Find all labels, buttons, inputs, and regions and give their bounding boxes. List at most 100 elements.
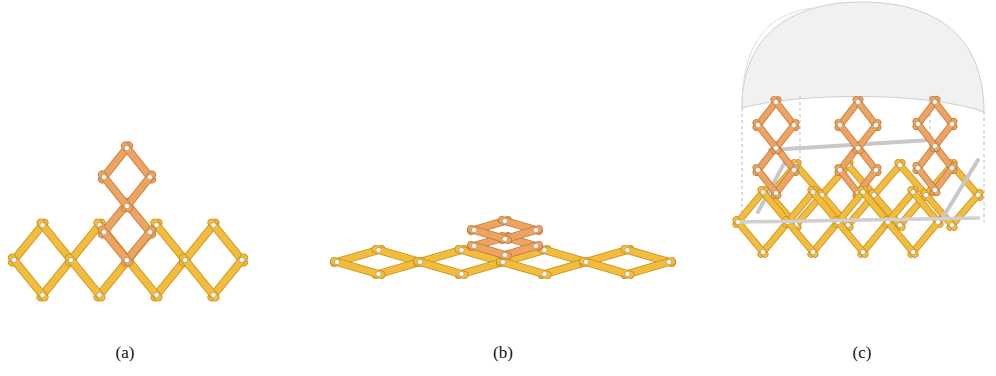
scissor-bar bbox=[417, 261, 464, 275]
pin-joint bbox=[376, 247, 381, 252]
scissor-bar bbox=[836, 220, 865, 255]
pin-joint bbox=[124, 145, 129, 150]
bar-edge bbox=[838, 145, 860, 173]
bar-edge bbox=[756, 123, 778, 151]
projection-line bbox=[984, 112, 985, 222]
scissor-bar bbox=[856, 123, 878, 151]
pin-joint bbox=[923, 192, 928, 197]
pin-joint bbox=[147, 229, 152, 234]
bar-edge bbox=[69, 258, 101, 298]
pin-joint bbox=[40, 222, 45, 227]
bar-edge bbox=[836, 220, 865, 255]
scissor-bar bbox=[212, 223, 244, 263]
scissor-bar bbox=[736, 220, 765, 255]
scissor-bar bbox=[916, 144, 937, 171]
panel-label: (c) bbox=[853, 343, 872, 363]
pin-joint bbox=[910, 249, 915, 254]
pin-joint bbox=[124, 257, 129, 262]
panel-c-mechanism bbox=[735, 2, 984, 255]
bar-edge bbox=[838, 100, 860, 128]
pin-joint bbox=[376, 271, 381, 276]
pin-joint bbox=[101, 229, 106, 234]
pin-joint bbox=[860, 249, 865, 254]
scissor-bar bbox=[933, 144, 954, 171]
pin-joint bbox=[915, 121, 920, 126]
pin-joint bbox=[855, 99, 860, 104]
scissor-bar bbox=[12, 258, 44, 298]
pin-joint bbox=[124, 203, 129, 208]
pin-joint bbox=[11, 257, 16, 262]
scissor-bar bbox=[872, 163, 902, 198]
pin-joint bbox=[810, 249, 815, 254]
pin-joint bbox=[502, 236, 507, 241]
scissor-bar bbox=[183, 223, 215, 263]
pin-joint bbox=[932, 143, 937, 148]
cross-rod bbox=[940, 160, 978, 222]
projection-line bbox=[742, 108, 743, 212]
bar-edge bbox=[838, 168, 860, 196]
pin-joint bbox=[500, 259, 505, 264]
pin-joint bbox=[182, 257, 187, 262]
panel-a-mechanism bbox=[11, 145, 244, 297]
pin-joint bbox=[542, 271, 547, 276]
pin-joint bbox=[459, 247, 464, 252]
bar-edge bbox=[856, 100, 878, 128]
pin-joint bbox=[101, 174, 106, 179]
pin-joint bbox=[791, 122, 796, 127]
pin-joint bbox=[500, 259, 505, 264]
scissor-bar bbox=[933, 122, 954, 149]
pin-joint bbox=[860, 189, 865, 194]
pin-joint bbox=[583, 259, 588, 264]
scissor-bar bbox=[98, 223, 130, 263]
pin-joint bbox=[459, 271, 464, 276]
pin-joint bbox=[923, 192, 928, 197]
bar-edge bbox=[98, 223, 130, 263]
pin-joint bbox=[773, 190, 778, 195]
bar-edge bbox=[933, 122, 954, 149]
scissor-bar bbox=[756, 145, 778, 173]
bar-edge bbox=[916, 144, 937, 171]
pin-joint bbox=[211, 292, 216, 297]
bar-edge bbox=[933, 100, 954, 127]
projection-line bbox=[800, 96, 801, 160]
scissor-bar bbox=[212, 258, 244, 298]
pin-joint bbox=[910, 189, 915, 194]
bar-edge bbox=[183, 258, 215, 298]
scissor-bar bbox=[838, 168, 860, 196]
panel-label: (a) bbox=[116, 343, 135, 363]
pin-joint bbox=[773, 145, 778, 150]
scissor-bar bbox=[916, 122, 937, 149]
scissor-bar bbox=[69, 258, 101, 298]
bar-edge bbox=[500, 261, 547, 275]
bar-edge bbox=[774, 168, 796, 196]
scissor-bar bbox=[774, 100, 796, 128]
scissor-bar bbox=[916, 166, 937, 193]
scissor-bar bbox=[774, 123, 796, 151]
bar-edge bbox=[933, 166, 954, 193]
pin-joint bbox=[502, 252, 507, 257]
pin-joint bbox=[533, 227, 538, 232]
bar-edge bbox=[856, 123, 878, 151]
bar-edge bbox=[933, 144, 954, 171]
pin-joint bbox=[239, 257, 244, 262]
pin-joint bbox=[471, 227, 476, 232]
pin-joint bbox=[147, 174, 152, 179]
scissor-bar bbox=[12, 223, 44, 263]
bar-edge bbox=[417, 261, 464, 275]
scissor-bar bbox=[786, 220, 815, 255]
scissor-bar bbox=[69, 223, 101, 263]
pin-joint bbox=[666, 259, 671, 264]
bar-edge bbox=[916, 166, 937, 193]
panel-label: (b) bbox=[493, 343, 513, 363]
scissor-bar bbox=[102, 230, 129, 263]
scissor-bar bbox=[838, 145, 860, 173]
pin-joint bbox=[625, 271, 630, 276]
pin-joint bbox=[837, 167, 842, 172]
scissor-bar bbox=[774, 145, 796, 173]
scissor-bar bbox=[736, 190, 765, 225]
bar-edge bbox=[583, 261, 630, 275]
bar-edge bbox=[774, 145, 796, 173]
scissor-bar bbox=[838, 123, 860, 151]
pin-joint bbox=[182, 257, 187, 262]
